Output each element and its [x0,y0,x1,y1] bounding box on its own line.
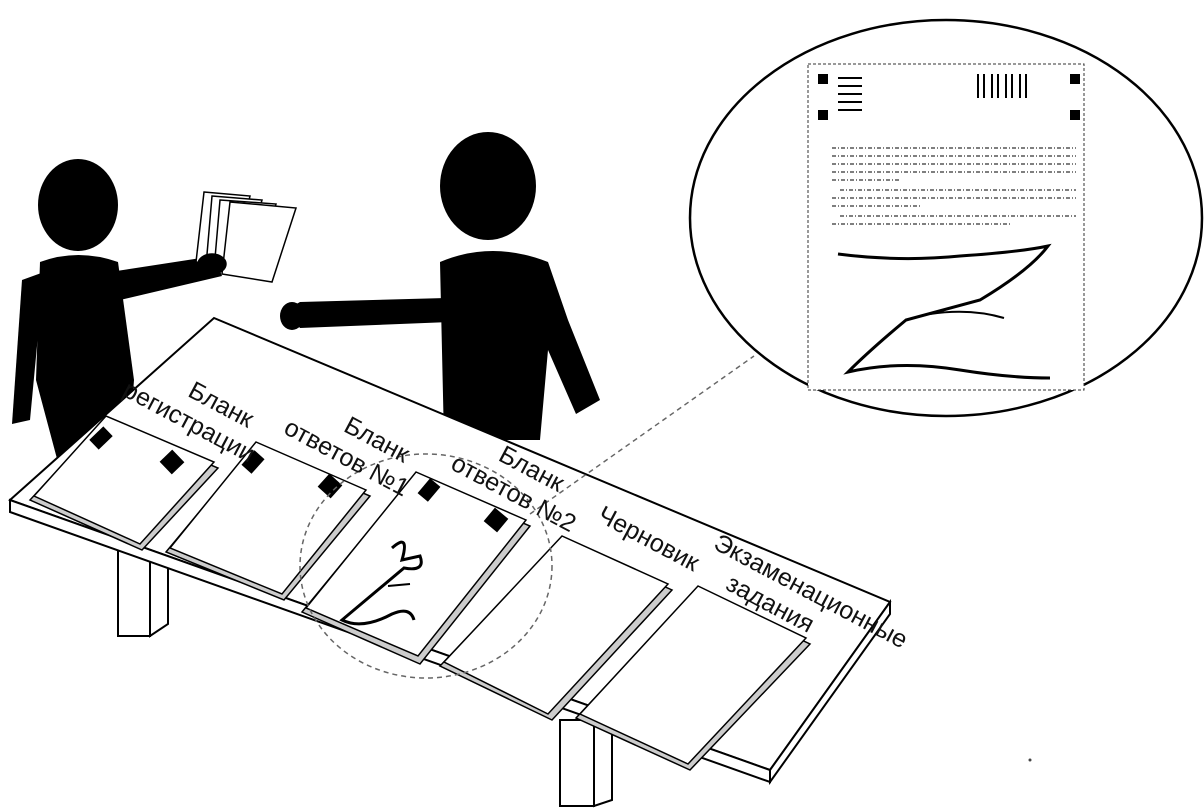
papers-in-hand-icon [196,192,296,282]
zoom-circle-icon [690,20,1202,416]
speck-dot [1029,759,1032,762]
